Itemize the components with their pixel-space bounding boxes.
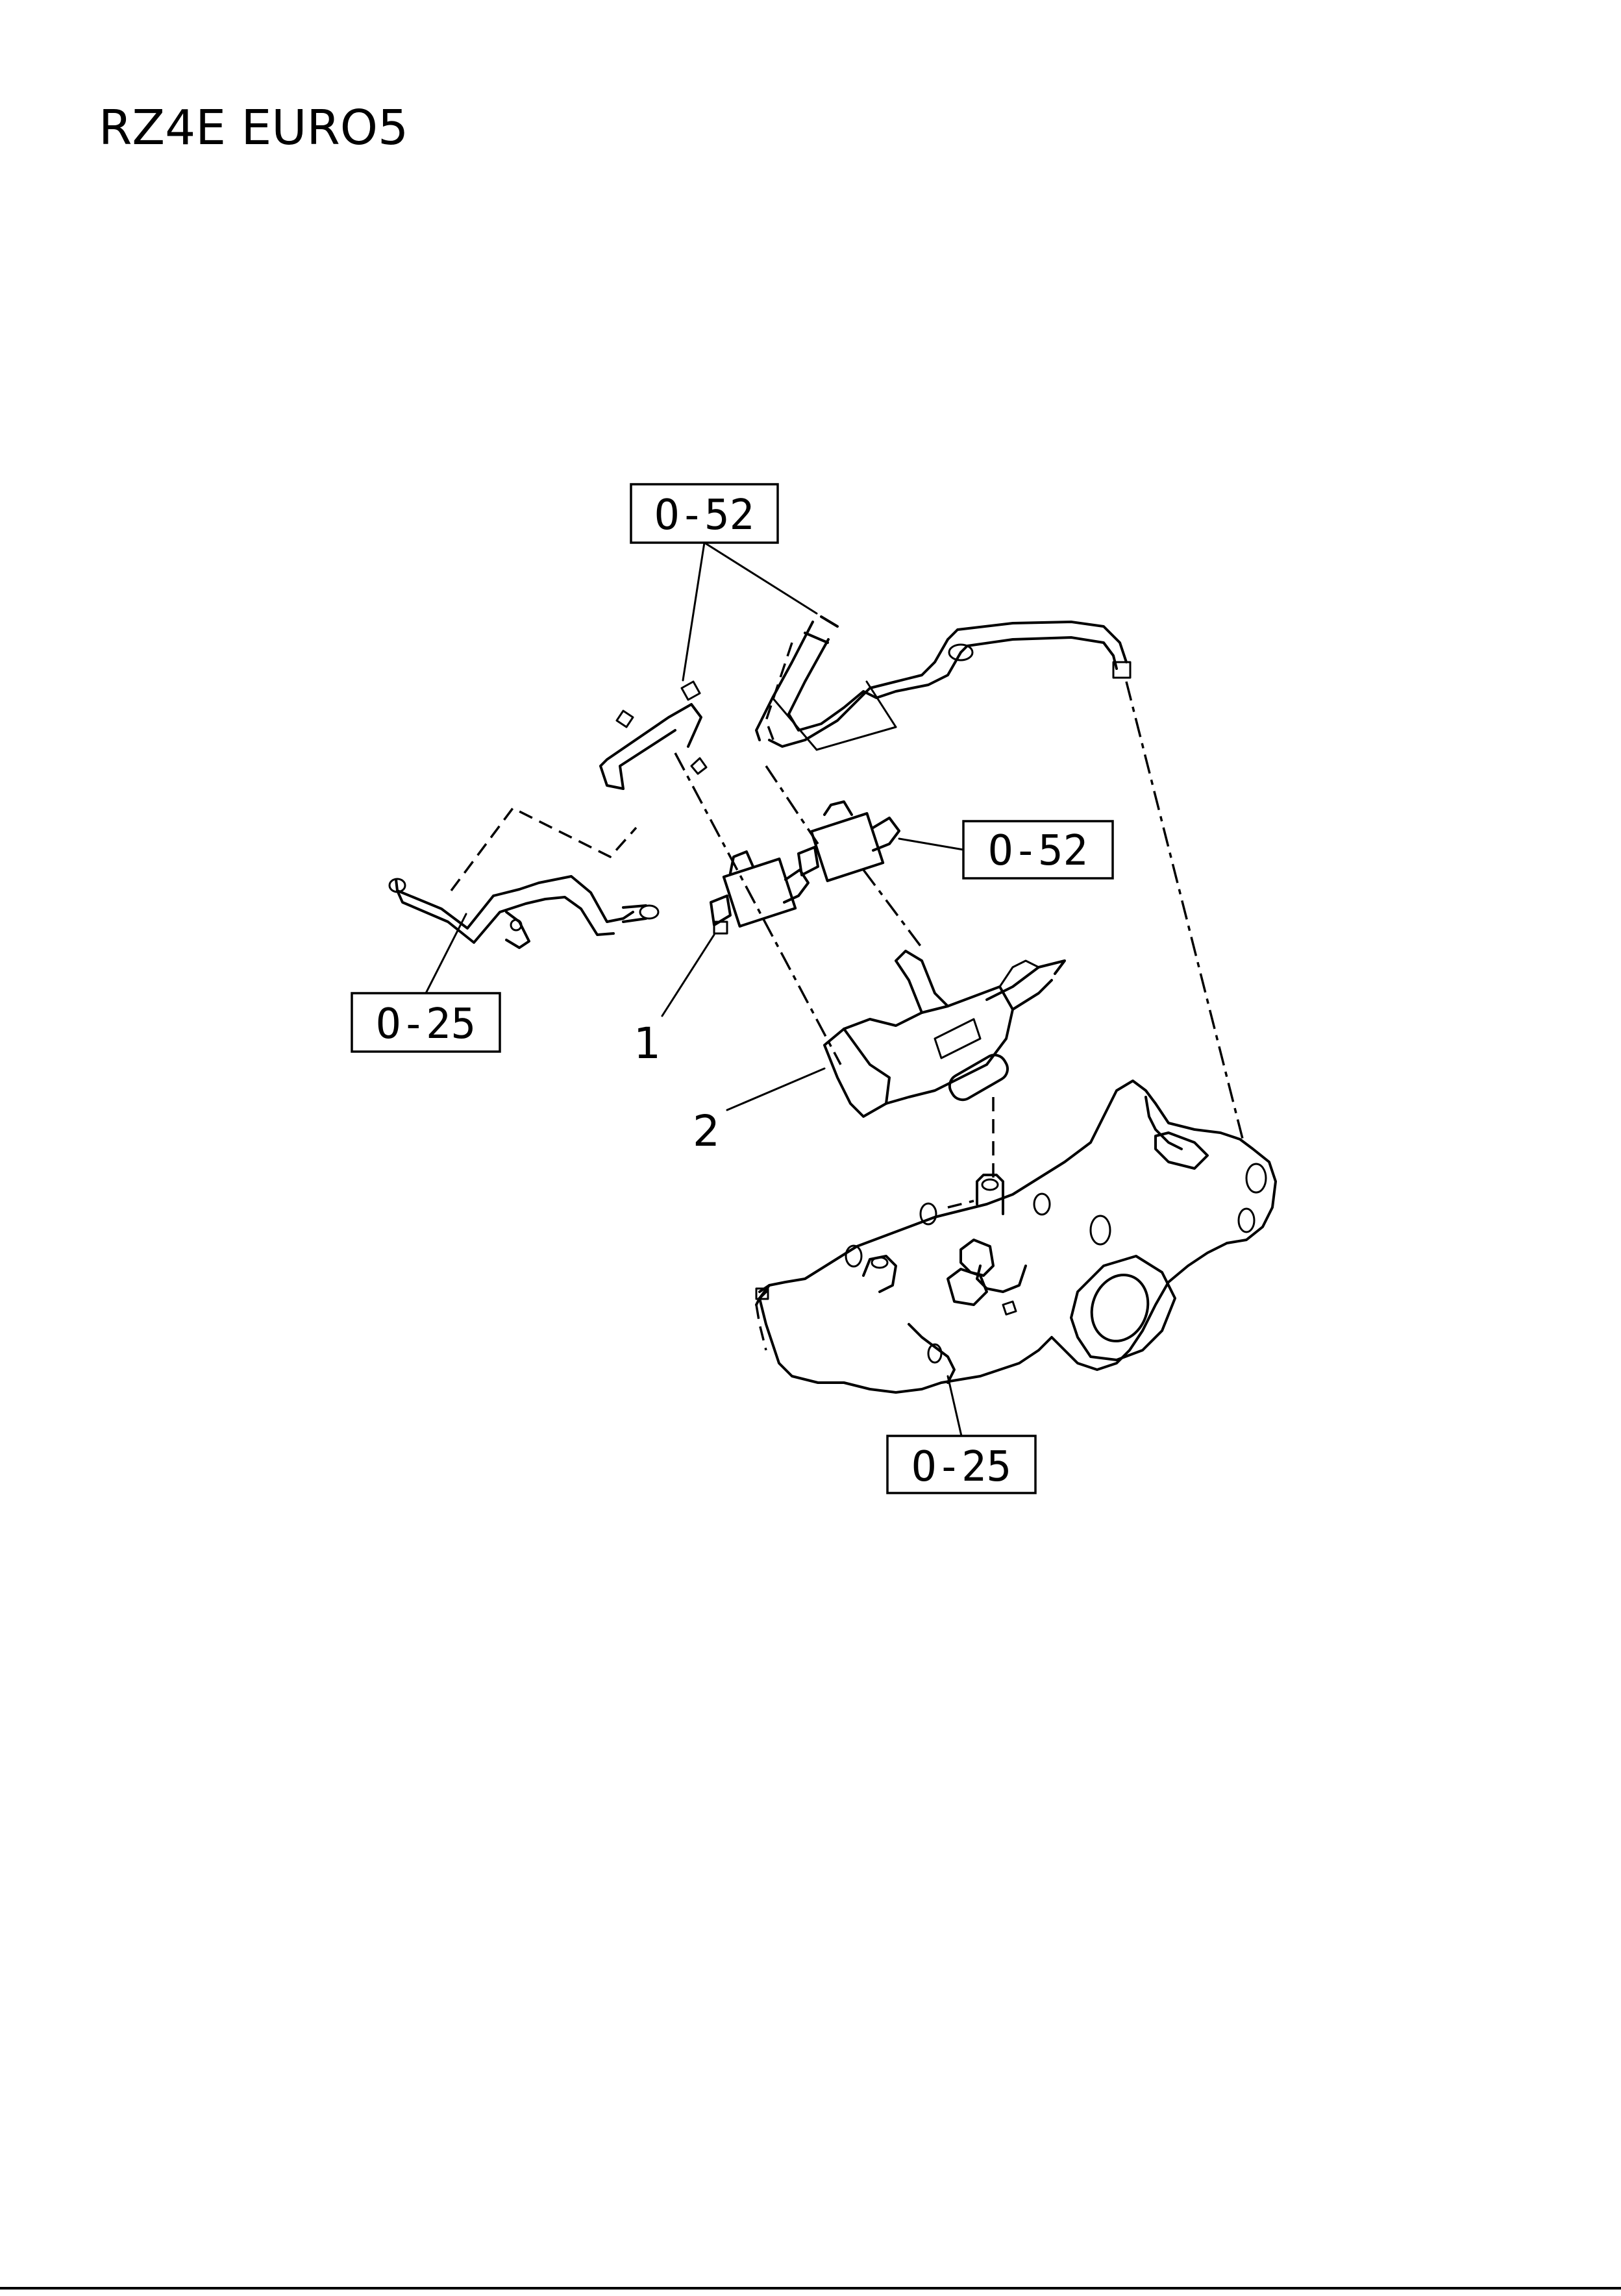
bottom-rule <box>0 2287 1621 2290</box>
ref-box-top[interactable]: O-52 <box>630 483 779 544</box>
manifold-hidden-lines <box>755 1200 974 1351</box>
vacuum-pipe-upper-right <box>755 615 1132 751</box>
ref-box-right[interactable]: O-52 <box>962 820 1114 880</box>
ref-label-left: O-25 <box>376 1000 476 1048</box>
alignment-lines <box>450 642 1244 1181</box>
ref-label-top: O-52 <box>654 491 754 539</box>
part-number-2: 2 <box>693 1106 720 1156</box>
exhaust-manifold <box>755 1080 1277 1394</box>
ref-box-left[interactable]: O-25 <box>351 992 501 1053</box>
pressure-sensor-connector <box>947 1268 1017 1316</box>
ref-label-right: O-52 <box>988 827 1088 875</box>
vacuum-hose-lower-left <box>388 875 660 949</box>
ref-box-bottom[interactable]: O-25 <box>886 1435 1037 1494</box>
solenoid-valve-part-1[interactable] <box>710 850 810 935</box>
solenoid-valve-upper <box>797 800 900 882</box>
vacuum-hose-upper-left <box>599 680 708 790</box>
leader-lines <box>425 541 965 1437</box>
ref-label-bottom: O-25 <box>911 1443 1011 1491</box>
part-number-1: 1 <box>634 1018 661 1068</box>
mounting-bracket-part-2[interactable] <box>823 950 1066 1118</box>
page-title: RZ4E EURO5 <box>99 100 409 156</box>
